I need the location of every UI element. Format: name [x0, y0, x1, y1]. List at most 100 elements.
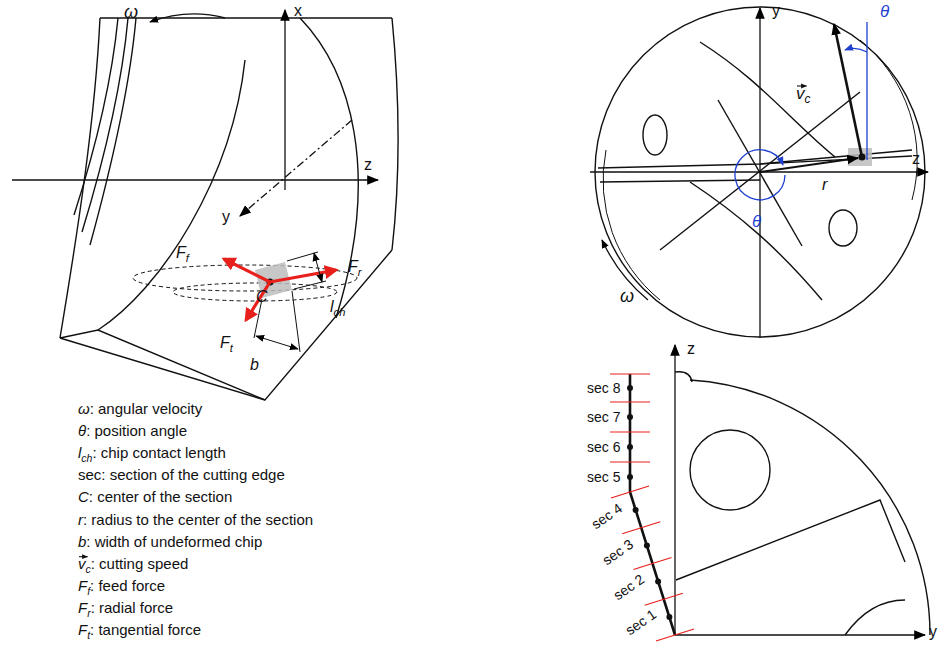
label-group: Ff: feed force — [78, 577, 165, 597]
label-text: θ — [752, 212, 761, 231]
label-group: b: width of undeformed chip — [78, 533, 262, 550]
label-text: : position angle — [86, 422, 187, 439]
label-text: : chip contact length — [92, 444, 225, 461]
label-text: b — [78, 533, 86, 550]
cutting-edge — [630, 374, 675, 635]
label-text: z — [364, 156, 372, 173]
label-group: z — [687, 340, 695, 358]
label-text: F — [78, 599, 87, 616]
label-group: sec 8 — [587, 380, 620, 396]
label-text: F — [78, 621, 87, 638]
section-center-dot — [859, 154, 866, 161]
label-text: θ — [880, 2, 889, 21]
label-group: r — [822, 176, 827, 194]
drill-quarter-view — [675, 372, 930, 635]
label-group: z — [912, 150, 920, 168]
label-group: θ: position angle — [78, 422, 187, 439]
label-group: sec 5 — [587, 469, 620, 485]
label-group: sec 2 — [610, 571, 647, 603]
label-text: : center of the section — [89, 488, 232, 505]
label-text: : angular velocity — [90, 400, 203, 417]
subscript-label: c — [805, 92, 811, 106]
label-text: : feed force — [90, 577, 165, 594]
label-text: sec 1 — [622, 606, 659, 638]
label-text: sec 8 — [587, 380, 620, 396]
label-group: y — [772, 2, 780, 20]
label-group: vc: cutting speed — [78, 555, 188, 575]
label-group: ω — [124, 2, 138, 23]
label-group: Fr: radial force — [78, 599, 173, 619]
label-group: sec 6 — [587, 439, 620, 455]
label-text: C — [256, 288, 268, 305]
label-group: vc — [796, 84, 810, 107]
label-text: ω — [124, 2, 138, 22]
label-group: Ff — [176, 244, 189, 265]
label-text: x — [294, 2, 302, 19]
label-text: sec 4 — [588, 500, 625, 532]
label-text: v — [796, 84, 805, 103]
label-group: b — [250, 356, 259, 374]
drill-side-view — [60, 18, 398, 400]
label-group: θ — [752, 212, 761, 232]
label-group: Ft: tangential force — [78, 621, 201, 641]
label-text: r — [822, 176, 827, 193]
label-text: r — [78, 511, 83, 528]
label-text: : radius to the center of the section — [83, 511, 313, 528]
label-group: lch — [330, 298, 345, 319]
label-text: C — [78, 488, 89, 505]
subscript-label: ch — [334, 306, 346, 318]
angle-marks — [735, 22, 867, 200]
label-text: sec 7 — [587, 409, 620, 425]
label-text: v — [78, 555, 86, 572]
label-text: b — [250, 356, 259, 373]
force-arrows — [224, 259, 336, 320]
label-text: : width of undeformed chip — [86, 533, 262, 550]
label-text: z — [687, 340, 695, 357]
label-text: sec 5 — [587, 469, 620, 485]
label-text: F — [348, 258, 358, 275]
label-group: x — [294, 2, 302, 20]
label-group: y — [929, 623, 937, 641]
label-text: sec 3 — [599, 536, 636, 568]
label-text: F — [220, 334, 230, 351]
label-group: Ft — [220, 334, 233, 355]
label-text: z — [912, 150, 920, 167]
label-text: : radial force — [91, 599, 174, 616]
label-group: C: center of the section — [78, 488, 232, 505]
axes-end-view — [590, 8, 928, 338]
label-group: sec 1 — [622, 606, 659, 638]
label-text: ω — [620, 286, 634, 306]
label-text: y — [772, 2, 780, 19]
axes-left — [12, 10, 378, 216]
label-group: sec 3 — [599, 536, 636, 568]
label-text: sec 6 — [587, 439, 620, 455]
label-group: ω: angular velocity — [78, 400, 202, 417]
axes-quarter-view — [675, 345, 925, 635]
label-text: sec: section of the cutting edge — [78, 466, 285, 483]
label-text: y — [222, 208, 230, 225]
subscript-label: r — [87, 607, 91, 619]
label-text: : cutting speed — [91, 555, 189, 572]
label-group: y — [222, 208, 230, 226]
subscript-label: f — [87, 585, 90, 597]
label-text: F — [176, 244, 186, 261]
label-text: ω — [78, 400, 90, 417]
label-group: sec 4 — [588, 500, 625, 532]
label-text: sec 2 — [610, 571, 647, 603]
label-group: θ — [880, 2, 889, 22]
label-text: y — [929, 623, 937, 640]
subscript-label: ch — [81, 452, 92, 464]
subscript-label: t — [230, 342, 233, 354]
label-group: r: radius to the center of the section — [78, 511, 313, 528]
label-text: θ — [78, 422, 86, 439]
label-group: Fr — [348, 258, 362, 279]
label-text: l — [78, 444, 81, 461]
subscript-label: r — [358, 266, 362, 278]
label-group: ω — [620, 286, 634, 307]
section-ticks — [610, 374, 694, 641]
label-text: : tangential force — [90, 621, 201, 638]
label-group: lch: chip contact length — [78, 444, 226, 464]
label-text: F — [78, 577, 87, 594]
label-group: sec: section of the cutting edge — [78, 466, 285, 483]
